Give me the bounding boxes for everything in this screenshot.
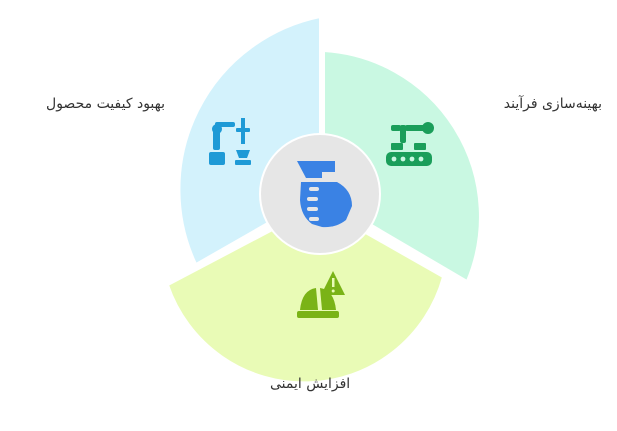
label-quality: بهبود کیفیت محصول (46, 96, 165, 112)
robot-arm-quality-icon (209, 118, 251, 165)
label-safety: افزایش ایمنی (270, 376, 351, 392)
robot-hand-icon (297, 161, 352, 228)
robot-conveyor-icon (386, 122, 434, 166)
label-process: بهینه‌سازی فرآیند (503, 96, 602, 112)
hardhat-warning-icon (297, 271, 345, 318)
